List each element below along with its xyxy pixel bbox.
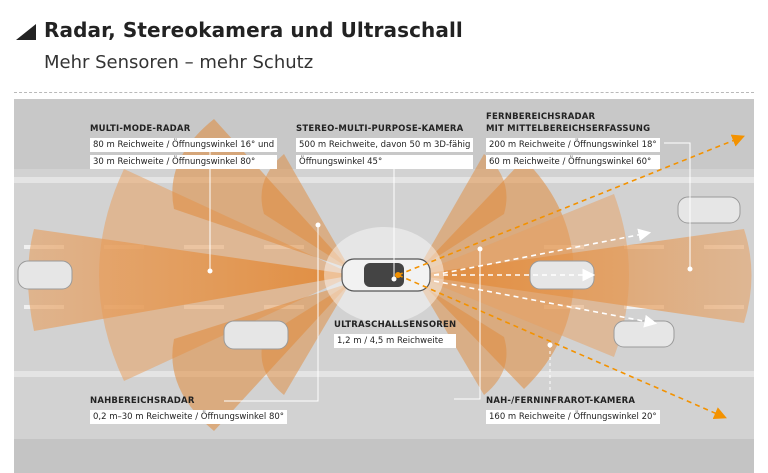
stereo-camera-line2: Öffnungswinkel 45° — [296, 155, 474, 169]
sensor-diagram: MULTI-MODE-RADAR 80 m Reichweite / Öffnu… — [14, 99, 754, 473]
label-infrared-camera: NAH-/FERNINFRAROT-KAMERA 160 m Reichweit… — [486, 395, 660, 424]
long-range-radar-line2: 60 m Reichweite / Öffnungswinkel 60° — [486, 155, 660, 169]
label-stereo-camera: STEREO-MULTI-PURPOSE-KAMERA 500 m Reichw… — [296, 123, 474, 169]
ultrasonic-line1: 1,2 m / 4,5 m Reichweite — [334, 334, 457, 348]
short-range-radar-line1: 0,2 m–30 m Reichweite / Öffnungswinkel 8… — [90, 410, 288, 424]
divider — [14, 92, 754, 93]
infrared-camera-line1: 160 m Reichweite / Öffnungswinkel 20° — [486, 410, 660, 424]
page-subtitle: Mehr Sensoren – mehr Schutz — [44, 52, 314, 73]
label-multi-mode-radar: MULTI-MODE-RADAR 80 m Reichweite / Öffnu… — [90, 123, 278, 169]
label-long-range-radar: FERNBEREICHSRADAR MIT MITTELBEREICHSERFA… — [486, 111, 660, 169]
multi-mode-radar-line1: 80 m Reichweite / Öffnungswinkel 16° und — [90, 138, 278, 152]
stereo-camera-line1: 500 m Reichweite, davon 50 m 3D-fähig — [296, 138, 474, 152]
page-title: Radar, Stereokamera und Ultraschall — [44, 18, 463, 42]
long-range-radar-title1: FERNBEREICHSRADAR — [486, 112, 596, 122]
stereo-camera-title: STEREO-MULTI-PURPOSE-KAMERA — [296, 124, 464, 134]
infrared-camera-title: NAH-/FERNINFRAROT-KAMERA — [486, 396, 636, 406]
ultrasonic-title: ULTRASCHALLSENSOREN — [334, 320, 457, 330]
header: Radar, Stereokamera und Ultraschall Mehr… — [0, 0, 768, 96]
label-short-range-radar: NAHBEREICHSRADAR 0,2 m–30 m Reichweite /… — [90, 395, 288, 424]
short-range-radar-title: NAHBEREICHSRADAR — [90, 396, 195, 406]
label-ultrasonic: ULTRASCHALLSENSOREN 1,2 m / 4,5 m Reichw… — [334, 319, 457, 348]
multi-mode-radar-title: MULTI-MODE-RADAR — [90, 124, 191, 134]
long-range-radar-title2: MIT MITTELBEREICHSERFASSUNG — [486, 124, 651, 134]
triangle-icon — [16, 24, 36, 40]
multi-mode-radar-line2: 30 m Reichweite / Öffnungswinkel 80° — [90, 155, 278, 169]
ego-car — [341, 258, 431, 292]
long-range-radar-line1: 200 m Reichweite / Öffnungswinkel 18° — [486, 138, 660, 152]
